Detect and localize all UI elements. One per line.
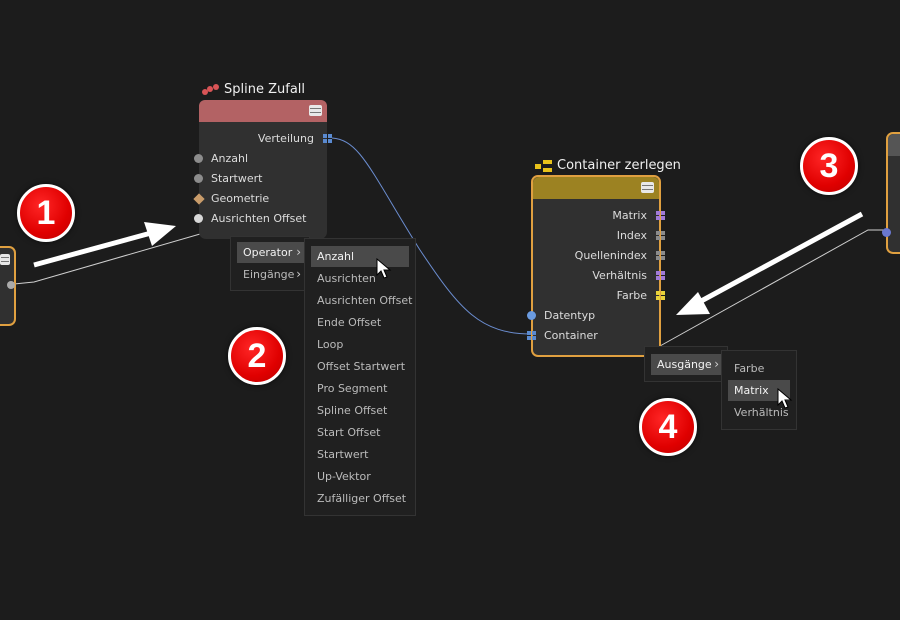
left-node-output-port[interactable] — [7, 281, 15, 289]
wire-right-node-to-container — [659, 229, 886, 347]
submenu-item[interactable]: Verhältnis — [734, 406, 789, 419]
container-input-datentyp-port[interactable] — [527, 311, 536, 320]
spline-input-ausrichten-offset-port[interactable] — [194, 214, 203, 223]
submenu-item[interactable]: Up-Vektor — [317, 470, 371, 483]
container-output-index-port[interactable] — [656, 231, 665, 240]
container-output-quellenindex-port[interactable] — [656, 251, 665, 260]
menu-item-operator[interactable]: Operator › — [237, 242, 305, 263]
submenu-item[interactable]: Ausrichten — [317, 272, 376, 285]
submenu-item[interactable]: Ende Offset — [317, 316, 382, 329]
spline-node-title-text: Spline Zufall — [224, 82, 306, 97]
container-node-title: Container zerlegen — [535, 158, 681, 173]
submenu-item[interactable]: Pro Segment — [317, 382, 388, 395]
step-badge-4: 4 — [639, 398, 697, 456]
node-menu-icon[interactable] — [0, 254, 10, 265]
chevron-right-icon: › — [296, 245, 301, 259]
right-partial-node[interactable] — [882, 132, 900, 254]
spline-node-title: Spline Zufall — [202, 82, 305, 97]
submenu-item[interactable]: Loop — [317, 338, 344, 351]
container-output-verhaeltnis-port[interactable] — [656, 271, 665, 280]
spline-input-geometrie-port[interactable] — [193, 193, 205, 205]
container-output-quellenindex-label: Quellenindex — [574, 249, 647, 262]
spline-zufall-node[interactable]: Verteilung Anzahl Startwert Geometrie Au… — [193, 100, 332, 239]
container-output-matrix-port[interactable] — [656, 211, 665, 220]
left-partial-node[interactable] — [0, 246, 16, 326]
submenu-operator: Anzahl Ausrichten Ausrichten Offset Ende… — [304, 238, 416, 516]
mouse-cursor-icon — [777, 388, 793, 409]
spline-input-startwert-label: Startwert — [211, 172, 263, 185]
step-badge-1: 1 — [17, 184, 75, 242]
spline-input-anzahl-port[interactable] — [194, 154, 203, 163]
submenu-ausgaenge: Farbe Matrix Verhältnis — [721, 350, 797, 430]
menu-item-ausgaenge-label: Ausgänge — [657, 358, 712, 371]
spline-node-header — [199, 100, 327, 122]
step-badge-2: 2 — [228, 327, 286, 385]
submenu-item[interactable]: Offset Startwert — [317, 360, 406, 373]
submenu-item[interactable]: Matrix — [728, 380, 790, 401]
container-icon — [535, 159, 553, 172]
container-node-title-text: Container zerlegen — [557, 158, 681, 173]
container-node-menu-icon[interactable] — [641, 182, 654, 193]
chevron-right-icon: › — [714, 357, 719, 371]
spline-input-ausrichten-offset-label: Ausrichten Offset — [211, 212, 307, 225]
container-node-header — [533, 177, 659, 199]
container-input-datentyp-label: Datentyp — [544, 309, 596, 322]
submenu-item[interactable]: Zufälliger Offset — [317, 492, 407, 505]
container-input-container-label: Container — [544, 329, 598, 342]
step-badge-3: 3 — [800, 137, 858, 195]
context-menu-ausgaenge: Ausgänge › — [644, 346, 728, 382]
chevron-right-icon: › — [296, 267, 301, 281]
arrow-3 — [690, 211, 864, 309]
submenu-item[interactable]: Startwert — [317, 448, 369, 461]
context-menu-operator: Operator › Eingänge › — [230, 236, 310, 291]
submenu-item[interactable]: Start Offset — [317, 426, 381, 439]
spline-output-verteilung-port[interactable] — [323, 134, 332, 143]
menu-item-eingaenge-label: Eingänge — [243, 268, 295, 281]
menu-item-operator-label: Operator — [243, 246, 293, 259]
submenu-item[interactable]: Farbe — [734, 362, 765, 375]
container-output-verhaeltnis-label: Verhältnis — [592, 269, 647, 282]
spline-input-startwert-port[interactable] — [194, 174, 203, 183]
container-output-index-label: Index — [616, 229, 647, 242]
spline-input-geometrie-label: Geometrie — [211, 192, 270, 205]
submenu-item[interactable]: Ausrichten Offset — [317, 294, 413, 307]
container-output-farbe-port[interactable] — [656, 291, 665, 300]
spline-input-anzahl-label: Anzahl — [211, 152, 249, 165]
container-input-container-port[interactable] — [527, 331, 536, 340]
menu-item-ausgaenge[interactable]: Ausgänge › — [651, 354, 723, 375]
container-zerlegen-node[interactable]: Matrix Index Quellenindex Verhältnis Far… — [527, 175, 665, 357]
arrow-1-head — [144, 222, 176, 246]
spline-node-menu-icon[interactable] — [309, 105, 322, 116]
submenu-item[interactable]: Spline Offset — [317, 404, 388, 417]
right-node-output-port[interactable] — [882, 228, 891, 237]
spline-output-verteilung-label: Verteilung — [257, 132, 314, 145]
submenu-item[interactable]: Anzahl — [311, 246, 409, 267]
right-node-header — [888, 134, 900, 156]
spline-random-icon — [202, 83, 220, 96]
menu-item-eingaenge[interactable]: Eingänge › — [237, 264, 305, 285]
mouse-cursor-icon — [376, 258, 392, 279]
arrow-3-head — [676, 292, 710, 315]
container-output-matrix-label: Matrix — [612, 209, 647, 222]
container-output-farbe-label: Farbe — [616, 289, 647, 302]
